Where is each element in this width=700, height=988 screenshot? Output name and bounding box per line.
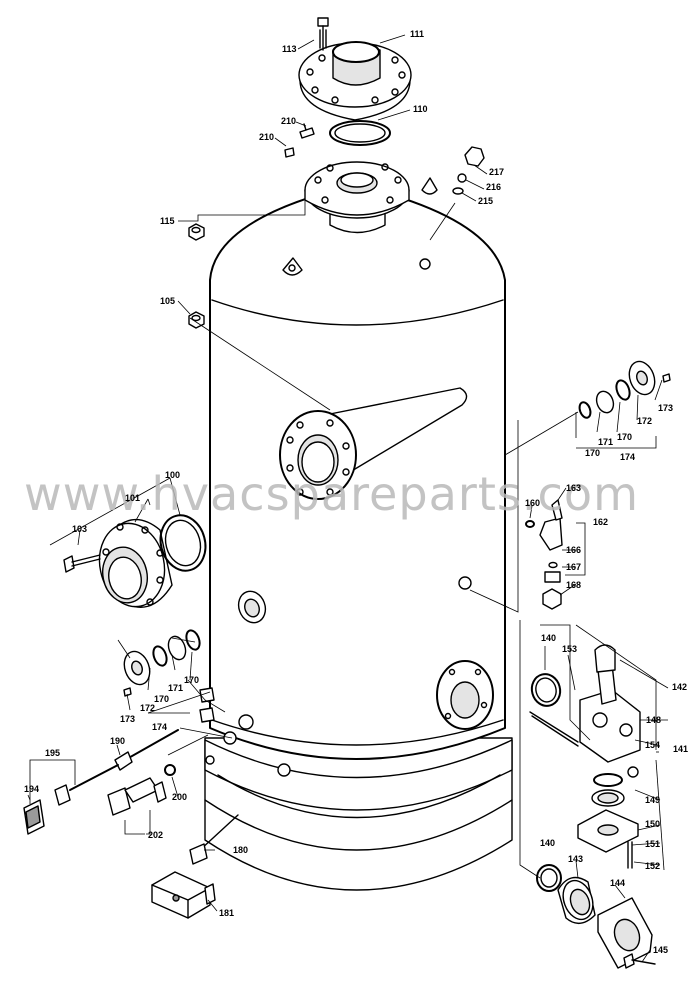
label-172-left: 172 [140,703,155,713]
label-163: 163 [566,483,581,493]
label-167: 167 [566,562,581,572]
label-142: 142 [672,682,687,692]
label-216: 216 [486,182,501,192]
label-215: 215 [478,196,493,206]
label-194: 194 [24,784,39,794]
label-152: 152 [645,861,660,871]
label-200: 200 [172,792,187,802]
label-181: 181 [219,908,234,918]
label-174-right: 174 [620,452,635,462]
label-154: 154 [645,740,660,750]
sensor-assemblies [23,729,239,919]
left-flange-assembly [63,514,207,608]
label-180: 180 [233,845,248,855]
label-115: 115 [160,216,175,226]
label-141: 141 [673,744,688,754]
pressure-vessel [199,177,513,891]
label-162: 162 [593,517,608,527]
label-111: 111 [410,29,424,39]
label-195: 195 [45,748,60,758]
label-140-upper: 140 [541,633,556,643]
label-210-a: 210 [281,116,296,126]
label-140-lower: 140 [540,838,555,848]
label-148: 148 [646,715,661,725]
label-113: 113 [282,44,297,54]
label-171-right: 171 [598,437,613,447]
fitting-assembly-162 [525,499,563,610]
label-160: 160 [525,498,540,508]
label-145: 145 [653,945,668,955]
label-170-right-a: 170 [617,432,632,442]
label-173-left: 173 [120,714,135,724]
label-100: 100 [165,470,180,480]
label-171-left: 171 [168,683,183,693]
label-170-left-b: 170 [154,694,169,704]
label-110: 110 [413,104,428,114]
label-103: 103 [72,524,87,534]
label-150: 150 [645,819,660,829]
watermark: www.hvacspareparts.com [24,467,639,521]
leader-lines [27,34,669,963]
label-172-right: 172 [637,416,652,426]
right-sight-glass-assembly [578,360,671,419]
label-217: 217 [489,167,504,177]
label-151: 151 [645,839,660,849]
label-101: 101 [125,493,140,503]
left-sight-glass-assembly [123,590,267,697]
valve-assembly [529,644,656,969]
label-105: 105 [160,296,175,306]
label-149: 149 [645,795,660,805]
label-166: 166 [566,545,581,555]
label-210-b: 210 [259,132,274,142]
label-168: 168 [566,580,581,590]
label-202: 202 [148,830,163,840]
label-143: 143 [568,854,583,864]
label-190: 190 [110,736,125,746]
label-153: 153 [562,644,577,654]
label-170-right-b: 170 [585,448,600,458]
part-labels: 111 113 110 210 210 217 216 215 115 105 … [24,29,688,955]
label-173-right: 173 [658,403,673,413]
label-174-left: 174 [152,722,167,732]
label-144: 144 [610,878,625,888]
top-flange-assembly [188,17,485,329]
label-170-left-a: 170 [184,675,199,685]
